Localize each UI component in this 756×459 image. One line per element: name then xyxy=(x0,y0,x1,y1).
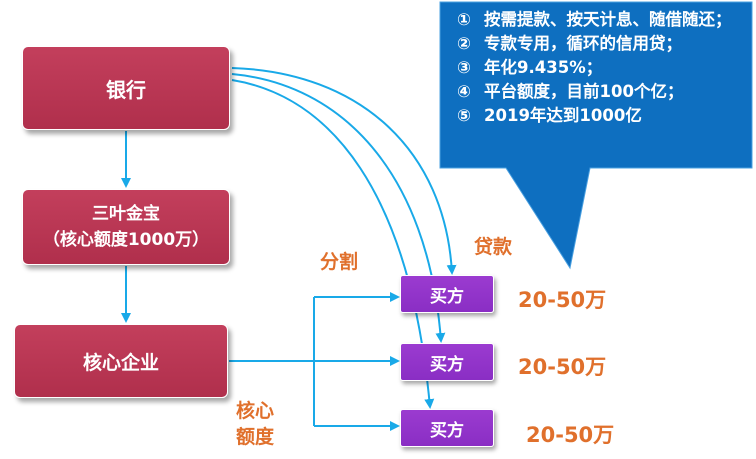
loan-curve-buyer1 xyxy=(231,67,457,275)
callout-item: ① 按需提款、按天计息、随借随还； xyxy=(448,8,748,32)
callout-text: 平台额度，目前100个亿； xyxy=(484,82,684,101)
callout-item: ⑤ 2019年达到1000亿 xyxy=(448,104,748,128)
amount-label: 20-50万 xyxy=(526,423,615,447)
sanye-quota: （核心额度1000万） xyxy=(42,230,210,250)
callout-item: ② 专款专用，循环的信用贷； xyxy=(448,32,748,56)
callout-list: ① 按需提款、按天计息、随借随还； ② 专款专用，循环的信用贷； ③ 年化9.4… xyxy=(448,8,748,128)
core-quota-line1: 核心 xyxy=(236,400,275,422)
callout-number: ① xyxy=(457,10,471,29)
buyer-node: 买方 xyxy=(400,275,494,313)
callout-text: 专款专用，循环的信用贷； xyxy=(484,34,682,53)
buyer-label: 买方 xyxy=(430,420,464,441)
buyer-label: 买方 xyxy=(430,286,464,307)
callout-text: 按需提款、按天计息、随借随还； xyxy=(484,10,732,29)
sanye-jinbao-node: 三叶金宝 （核心额度1000万） xyxy=(22,189,230,265)
amount-label: 20-50万 xyxy=(518,355,607,379)
callout-item: ③ 年化9.435%； xyxy=(448,56,748,80)
bank-label: 银行 xyxy=(106,77,146,102)
callout-number: ④ xyxy=(457,82,471,101)
core-enterprise-node: 核心企业 xyxy=(14,324,228,398)
buyer-label: 买方 xyxy=(430,354,464,375)
callout-item: ④ 平台额度，目前100个亿； xyxy=(448,80,748,104)
core-enterprise-label: 核心企业 xyxy=(82,351,159,374)
callout-text: 年化9.435%； xyxy=(484,58,603,77)
amount-label: 20-50万 xyxy=(518,288,607,312)
callout-number: ③ xyxy=(457,58,471,77)
core-quota-line2: 额度 xyxy=(236,426,275,448)
callout-number: ② xyxy=(457,34,471,53)
sanye-name: 三叶金宝 xyxy=(92,204,160,224)
loan-label: 贷款 xyxy=(474,236,513,258)
core-quota-label: 核心 额度 xyxy=(236,398,274,450)
buyer-node: 买方 xyxy=(400,409,494,447)
buyer-node: 买方 xyxy=(400,343,494,381)
callout-number: ⑤ xyxy=(457,106,471,125)
bank-node: 银行 xyxy=(22,46,230,130)
split-label: 分割 xyxy=(320,251,359,273)
callout-text: 2019年达到1000亿 xyxy=(484,106,642,125)
